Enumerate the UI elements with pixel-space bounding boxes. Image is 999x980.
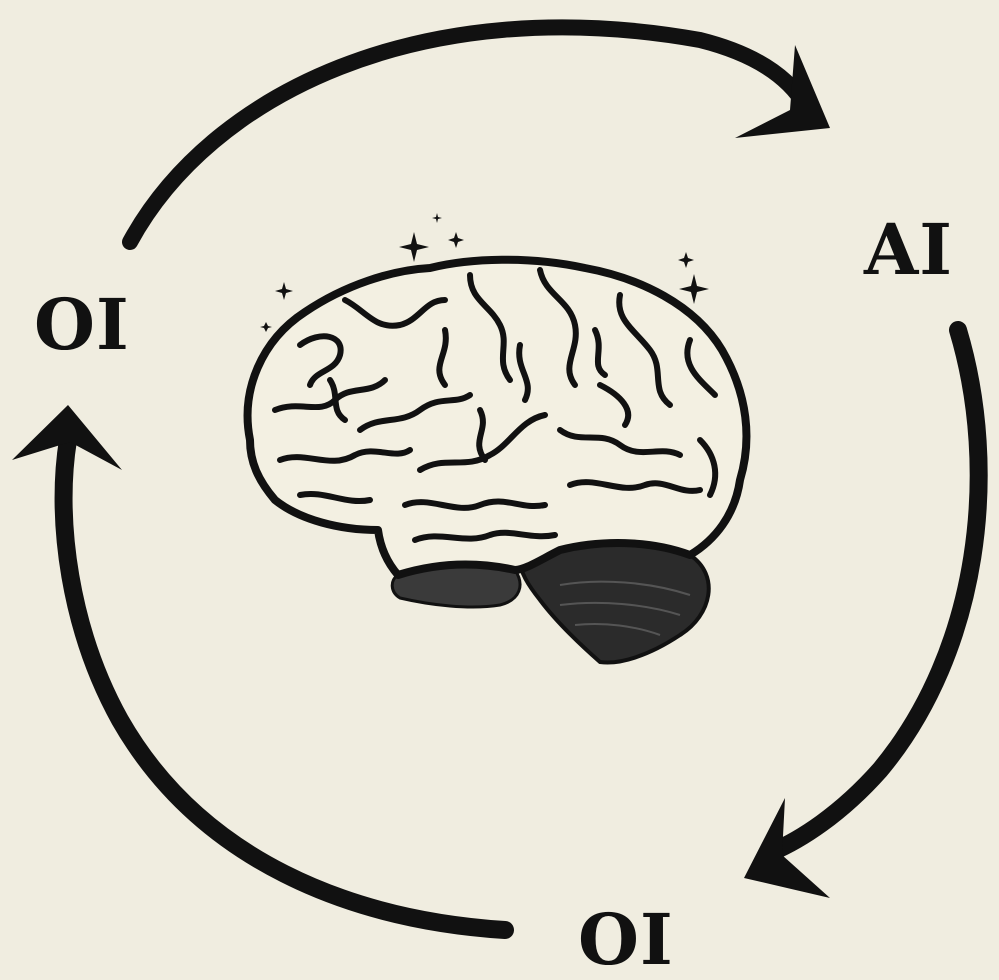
arrow-shaft (122, 19, 813, 250)
sparkles (260, 213, 709, 332)
brain-icon (243, 255, 751, 665)
node-label-bottom: OI (578, 898, 674, 980)
sparkle-icon (275, 282, 293, 300)
cerebrum (243, 255, 751, 579)
arrow-bottom-to-left (12, 405, 514, 939)
arrow-shaft (763, 321, 988, 861)
sparkle-icon (679, 274, 709, 304)
arrow-ai-to-oi (744, 321, 988, 898)
sparkle-icon (432, 213, 442, 223)
arrow-shaft (54, 431, 514, 939)
curved-arrow-icon (12, 405, 122, 470)
brain-folds (272, 267, 719, 543)
sparkle-icon (448, 232, 464, 248)
arrow-oi-to-ai (122, 19, 830, 250)
node-label-left: OI (34, 283, 130, 366)
sparkle-icon (399, 232, 429, 262)
sparkle-icon (678, 252, 694, 268)
curved-arrow-icon (735, 45, 830, 138)
cerebellum-folds (559, 580, 691, 636)
node-label-right: AI (864, 208, 954, 291)
sparkle-icon (260, 322, 272, 332)
curved-arrow-icon (744, 798, 830, 898)
